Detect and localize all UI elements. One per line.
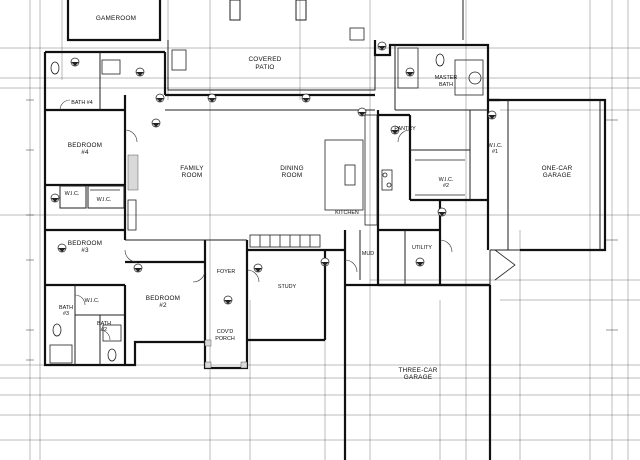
label-three-car-garage-2: GARAGE (404, 374, 433, 381)
label-bedroom-4-2: #4 (81, 149, 89, 156)
label-dining-room-2: ROOM (282, 172, 303, 179)
label-dining-room-1: DINING (280, 165, 304, 172)
label-foyer: FOYER (217, 269, 236, 275)
section-tags (50, 41, 497, 305)
label-bedroom-3-1: BEDROOM (68, 240, 102, 247)
label-wic-1-2: #1 (492, 149, 498, 155)
label-wic-bath-3: W.I.C. (85, 298, 100, 304)
label-bedroom-2-1: BEDROOM (146, 295, 180, 302)
label-gameroom: GAMEROOM (96, 15, 136, 22)
label-bath-3-1: BATH (59, 305, 73, 311)
label-pantry: PANTRY (394, 126, 416, 132)
interior-walls (45, 45, 490, 365)
label-study: STUDY (278, 284, 297, 290)
label-bath-3-2: #3 (63, 311, 69, 317)
label-covd-porch-1: COV'D (217, 329, 234, 335)
label-wic-left-a: W.I.C. (65, 191, 80, 197)
label-covered-patio-1: COVERED (248, 56, 281, 63)
label-utility: UTILITY (412, 245, 432, 251)
label-family-room-2: ROOM (182, 172, 203, 179)
label-bath-4: BATH #4 (71, 100, 92, 106)
label-bath-2-1: BATH (97, 321, 111, 327)
label-wic-left-b: W.I.C. (97, 197, 112, 203)
label-bath-2-2: #2 (101, 327, 107, 333)
label-three-car-garage-1: THREE-CAR (398, 367, 437, 374)
label-family-room-1: FAMILY (180, 165, 204, 172)
room-labels: GAMEROOM COVERED PATIO MASTER BATH BATH … (59, 15, 573, 381)
label-bedroom-3-2: #3 (81, 247, 89, 254)
label-master-bath-1: MASTER (435, 75, 458, 81)
label-bedroom-2-2: #2 (159, 302, 167, 309)
label-wic-1-1: W.I.C. (488, 143, 503, 149)
label-bedroom-4-1: BEDROOM (68, 142, 102, 149)
fixtures (49, 27, 516, 369)
label-kitchen: KITCHEN (335, 210, 359, 216)
label-covd-porch-2: PORCH (215, 336, 235, 342)
label-one-car-garage-2: GARAGE (543, 172, 572, 179)
label-master-bath-2: BATH (439, 82, 453, 88)
label-wic-2-1: W.I.C. (439, 177, 454, 183)
label-one-car-garage-1: ONE-CAR (542, 165, 573, 172)
label-covered-patio-2: PATIO (255, 64, 274, 71)
label-mud: MUD (362, 251, 374, 257)
label-wic-2-2: #2 (443, 183, 449, 189)
